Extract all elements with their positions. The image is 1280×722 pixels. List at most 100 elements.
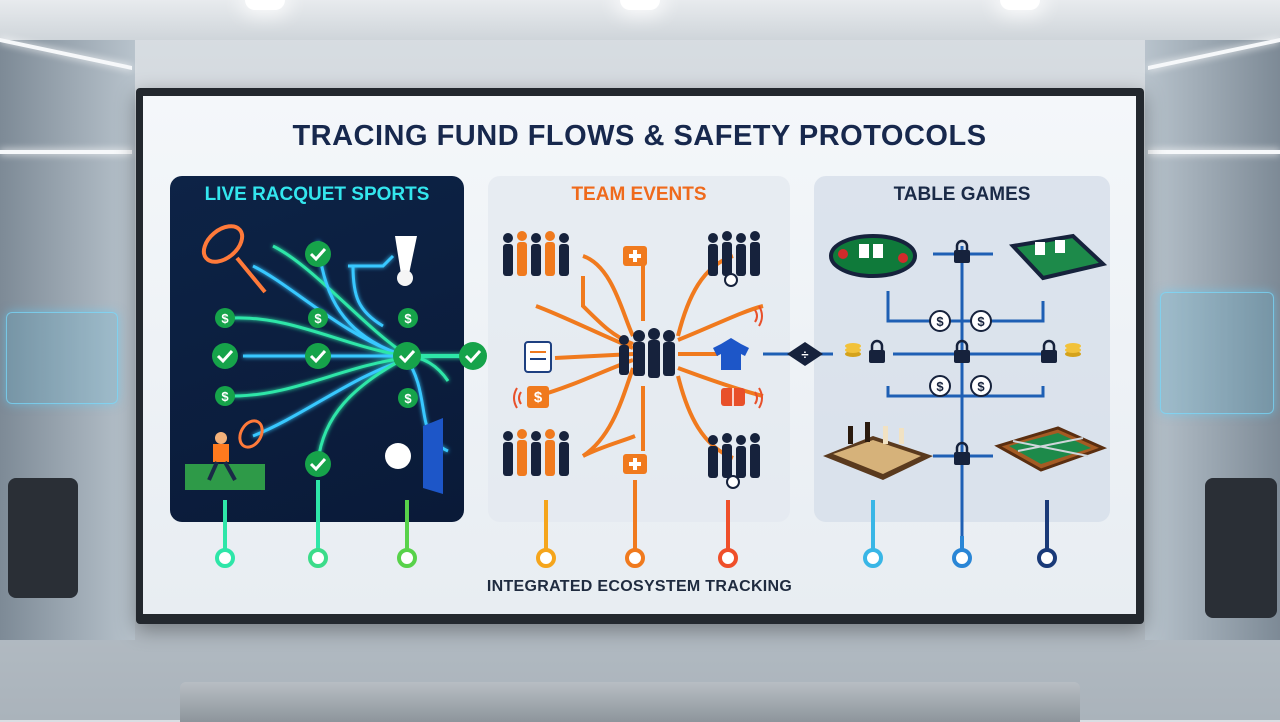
clipboard-icon	[524, 341, 552, 373]
svg-text:$: $	[314, 311, 322, 326]
integrated-tracking-bus	[213, 480, 1057, 568]
lock-icon	[1041, 339, 1057, 363]
dollar-icon: $	[398, 388, 418, 408]
tennis-player-icon	[185, 419, 265, 490]
blackjack-table-icon	[1008, 233, 1108, 281]
check-icon	[305, 451, 331, 477]
medical-kit-icon	[623, 246, 647, 266]
flow-line	[252, 358, 406, 438]
svg-text:÷: ÷	[801, 347, 808, 362]
flow-diagram: $ $ $ $ $	[185, 224, 1108, 568]
flow-line	[582, 254, 635, 337]
flow-line	[316, 356, 406, 463]
shuttlecock-icon	[395, 236, 417, 286]
team-group-icon	[503, 231, 569, 276]
dollar-icon: $	[929, 310, 951, 332]
ticket-icon	[721, 388, 745, 406]
dollar-icon: $	[970, 310, 992, 332]
bus-node	[952, 548, 972, 568]
bus-node	[863, 548, 883, 568]
ceiling-light	[620, 0, 660, 10]
flow-line	[677, 366, 764, 398]
svg-text:$: $	[221, 389, 229, 404]
lock-icon	[954, 239, 970, 263]
flow-line	[581, 276, 634, 346]
svg-text:$: $	[404, 391, 412, 406]
flow-line	[582, 434, 636, 458]
table-flow-lines	[886, 246, 1045, 536]
flow-line	[252, 264, 406, 358]
panel-title-racquet: LIVE RACQUET SPORTS	[204, 184, 430, 205]
lock-icons	[869, 239, 1057, 465]
dollar-icon: $	[929, 375, 951, 397]
ceiling-light	[1000, 0, 1040, 10]
bus-node	[397, 548, 417, 568]
svg-text:$: $	[221, 311, 229, 326]
flow-line	[677, 304, 764, 342]
chess-board-icon	[823, 422, 933, 480]
svg-text:$: $	[977, 379, 985, 394]
light-strip	[0, 150, 132, 154]
bus-node	[536, 548, 556, 568]
lock-icon	[954, 339, 970, 363]
flow-line	[581, 367, 635, 458]
ceiling-light	[245, 0, 285, 10]
conference-table	[180, 682, 1080, 722]
hologram-display	[1160, 292, 1274, 414]
panel-title-team: TEAM EVENTS	[571, 184, 707, 205]
svg-text:$: $	[534, 389, 543, 406]
office-chair	[1205, 478, 1277, 618]
office-chair	[8, 478, 78, 598]
jersey-icon	[713, 338, 749, 370]
tennis-racquet-icon	[201, 224, 267, 294]
bus-node	[215, 548, 235, 568]
medical-kit-icon	[623, 454, 647, 474]
bus-node	[308, 548, 328, 568]
dollar-icon: $	[527, 386, 549, 408]
svg-text:$: $	[404, 311, 412, 326]
flow-line	[537, 358, 634, 398]
bus-node	[718, 548, 738, 568]
footer-label: INTEGRATED ECOSYSTEM TRACKING	[486, 578, 793, 595]
flow-line	[232, 356, 406, 398]
check-icon	[212, 343, 238, 369]
soccer-team-icon	[708, 433, 760, 489]
check-icon	[305, 241, 331, 267]
transfer-connector: ÷	[763, 342, 833, 366]
table-dollar-nodes: $ $ $ $	[929, 310, 992, 397]
dollar-icon: $	[215, 308, 235, 328]
lock-icon	[954, 441, 970, 465]
flow-line	[272, 244, 406, 356]
soccer-team-icon	[708, 231, 760, 287]
svg-text:$: $	[977, 314, 985, 329]
poker-table-icon	[829, 234, 917, 278]
bus-node	[625, 548, 645, 568]
flow-arrow	[348, 254, 395, 268]
signal-icon	[513, 305, 763, 409]
dollar-icon: $	[970, 375, 992, 397]
light-strip	[1148, 150, 1280, 154]
svg-text:$: $	[936, 379, 944, 394]
team-group-icon	[503, 429, 569, 476]
dollar-icon: $	[398, 308, 418, 328]
check-icon	[459, 342, 487, 370]
page-title: TRACING FUND FLOWS & SAFETY PROTOCOLS	[292, 120, 987, 152]
coin-stack-icon	[845, 343, 1081, 357]
bus-node	[1037, 548, 1057, 568]
lock-icon	[869, 339, 885, 363]
svg-text:$: $	[936, 314, 944, 329]
panel-title-table: TABLE GAMES	[893, 184, 1031, 205]
infographic-display: TRACING FUND FLOWS & SAFETY PROTOCOLS LI…	[143, 96, 1136, 614]
dollar-icon: $	[308, 308, 328, 328]
hologram-display	[6, 312, 118, 404]
team-crowd-center-icon	[619, 328, 675, 378]
ping-pong-ball-icon	[385, 418, 443, 494]
check-icon	[393, 342, 421, 370]
racquet-nodes: $ $ $ $ $	[212, 241, 487, 477]
check-icon	[305, 343, 331, 369]
dollar-icon: $	[215, 386, 235, 406]
foosball-table-icon	[994, 426, 1108, 472]
flow-line	[232, 316, 406, 358]
flow-line	[351, 265, 384, 328]
